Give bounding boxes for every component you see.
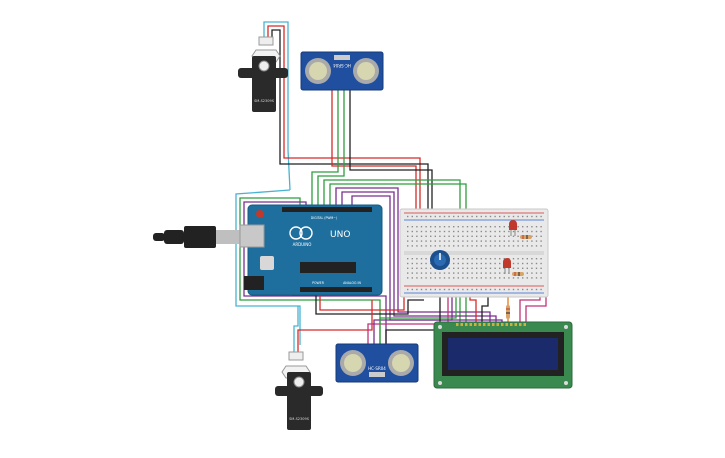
wire-purple-2[interactable] <box>341 191 497 322</box>
wire-left-purple[interactable] <box>243 201 387 345</box>
wire-us-bottom-3[interactable] <box>379 296 457 344</box>
wire-servo-bottom-power[interactable] <box>297 300 373 352</box>
wire-us-bottom-1[interactable] <box>367 296 449 344</box>
wire-left-green[interactable] <box>239 197 381 345</box>
microcontroller-chip <box>300 262 356 273</box>
arduino-power-header: POWER <box>312 281 325 285</box>
lcd-pins <box>456 323 526 326</box>
wire-us-top-gnd[interactable] <box>349 90 433 210</box>
servo-top-model: SM-S2309S <box>254 99 275 103</box>
arduino-digital-header: DIGITAL (PWM~) <box>311 216 337 220</box>
wire-lcd-red[interactable] <box>469 296 477 322</box>
ultrasonic-sensor-bottom[interactable]: HC-SR04 <box>335 343 419 383</box>
breadboard[interactable] <box>399 208 549 298</box>
wire-purple-3[interactable] <box>351 195 503 322</box>
potentiometer[interactable] <box>430 250 450 270</box>
arduino-analog-header: ANALOG IN <box>343 281 361 285</box>
ultrasonic-top-model: HC-SR04 <box>333 63 351 68</box>
arduino-infinity-icon <box>289 226 303 240</box>
wire-purple-1[interactable] <box>335 187 491 322</box>
wire-servo-top-signal[interactable] <box>263 21 291 191</box>
wire-servo-top-power[interactable] <box>267 25 421 210</box>
arduino-model: UNO <box>330 230 350 240</box>
wire-us-bottom-4[interactable] <box>385 296 441 344</box>
wire-us-top-trig[interactable] <box>311 90 339 205</box>
lcd-16x2[interactable] <box>433 321 573 389</box>
lcd-screen <box>448 338 558 370</box>
wire-servo-bottom-signal[interactable] <box>293 306 299 352</box>
wire-us-top-echo[interactable] <box>317 90 345 205</box>
servo-motor-top[interactable]: SM-S2309S <box>238 36 288 112</box>
resistor-1[interactable] <box>520 235 532 239</box>
arduino-brand: ARDUINO <box>293 242 312 247</box>
wire-us-bottom-2[interactable] <box>373 296 453 344</box>
reset-button[interactable] <box>256 210 264 218</box>
led-bottom[interactable] <box>503 258 511 274</box>
wire-us-top-vcc[interactable] <box>331 90 417 210</box>
led-top[interactable] <box>509 220 517 236</box>
wire-lcd-black[interactable] <box>481 296 489 322</box>
ultrasonic-bottom-model: HC-SR04 <box>368 366 386 371</box>
arduino-uno-board[interactable]: ARDUINO UNO DIGITAL (PWM~) POWER ANALOG … <box>239 204 383 296</box>
servo-bottom-model: SM-S2309S <box>289 417 310 421</box>
servo-motor-bottom[interactable]: SM-S2309S <box>275 351 323 430</box>
wire-left-cyan[interactable] <box>235 189 301 345</box>
usb-cable[interactable] <box>153 226 242 248</box>
ultrasonic-sensor-top[interactable]: HC-SR04 <box>300 51 384 91</box>
wire-servo-top-ground[interactable] <box>271 29 429 210</box>
resistor-2[interactable] <box>512 272 524 276</box>
resistor-3[interactable] <box>506 305 510 319</box>
